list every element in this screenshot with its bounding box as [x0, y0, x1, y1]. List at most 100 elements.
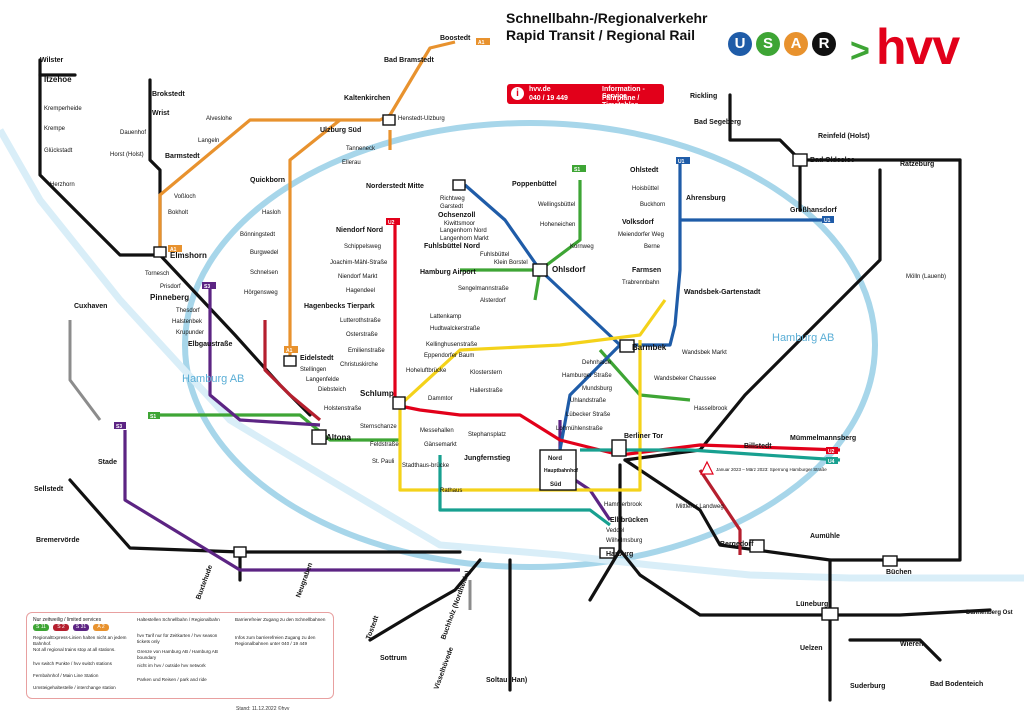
elbe-river: [0, 128, 1024, 582]
station-marker-altona: [311, 429, 327, 445]
label-kleinborstel: Klein Borstel: [494, 260, 528, 266]
label-hbfsued: Süd: [550, 482, 562, 488]
label-brokstedt: Brokstedt: [152, 91, 185, 98]
station-marker-badoldesloe: [792, 153, 808, 167]
label-horst: Horst (Holst): [110, 152, 144, 158]
label-trabrenn: Trabrennbahn: [622, 280, 659, 286]
label-hauptbahnhof: Hauptbahnhof: [544, 468, 578, 474]
svg-text:U1: U1: [824, 218, 831, 224]
legend-badge-a2: A 2: [93, 624, 109, 631]
svg-text:S3: S3: [116, 424, 122, 430]
label-hoheluft: Hoheluftbrücke: [406, 368, 447, 374]
label-langeln: Langeln: [198, 138, 219, 144]
label-mittlererlandweg: Mittlerer Landweg: [676, 504, 724, 510]
station-marker-schlump: [392, 396, 406, 410]
station-marker-norderstedt: [452, 179, 466, 191]
label-meiendorf: Meiendorfer Weg: [618, 232, 664, 238]
label-sengelmann: Sengelmannstraße: [458, 286, 509, 292]
label-sternschanze: Sternschanze: [360, 424, 397, 430]
label-hasloh: Hasloh: [262, 210, 281, 216]
label-christuskirche: Christuskirche: [340, 362, 379, 368]
svg-text:S1: S1: [150, 414, 156, 420]
label-kornweg: Kornweg: [570, 244, 594, 250]
label-holstenstrasse: Holstenstraße: [324, 406, 362, 412]
label-mundsburg: Mundsburg: [582, 386, 612, 392]
legend-interchange: Umsteigehaltestelle / interchange statio…: [33, 685, 116, 690]
label-elbgaustrasse: Elbgaustraße: [188, 341, 232, 348]
label-hbfnord: Nord: [548, 456, 562, 462]
label-lattenkamp: Lattenkamp: [430, 314, 462, 320]
title-line-1: Schnellbahn-/Regionalverkehr: [506, 10, 708, 26]
label-herzhorn: Herzhorn: [50, 182, 75, 188]
hvv-brand-logo: hvv: [876, 19, 960, 75]
label-fuhlsbuettel: Fuhlsbüttel: [480, 252, 509, 258]
label-visselhoevede: Visselhövede: [433, 646, 455, 690]
label-hoisbuettel: Hoisbüttel: [632, 186, 659, 192]
svg-text:U4: U4: [828, 459, 835, 465]
warning-icon: [700, 460, 714, 475]
label-eppendorf: Eppendorfer Baum: [424, 353, 474, 359]
station-marker-barmbek: [619, 339, 635, 353]
label-harburg: Harburg: [606, 551, 633, 558]
label-buechen: Büchen: [886, 569, 912, 576]
label-wieren: Wieren: [900, 641, 923, 648]
label-poppenbuettel: Poppenbüttel: [512, 181, 557, 188]
label-sottrum: Sottrum: [380, 655, 407, 662]
label-alveslohe: Alveslohe: [206, 116, 233, 122]
label-luebeckerstr: Lübecker Straße: [566, 412, 611, 418]
label-osterstrasse: Osterstraße: [346, 332, 378, 338]
label-altona: Altona: [326, 433, 351, 442]
label-stadthausbruecke: Stadthaus-brücke: [402, 463, 450, 469]
label-hamburgerstr: Hamburger Straße: [562, 373, 612, 379]
label-elmshorn: Elmshorn: [170, 251, 207, 260]
info-service-label: Information - Service: [602, 86, 645, 100]
interchange-stations: [153, 114, 898, 621]
label-thesdorf: Thesdorf: [176, 308, 200, 314]
label-prisdorf: Prisdorf: [160, 284, 181, 290]
legend-boundary: Grenze von Hamburg AB / Hamburg AB bound…: [137, 649, 218, 660]
legend-heading: Nur zeitweilig / limited services: [33, 617, 102, 623]
label-wrist: Wrist: [152, 110, 170, 117]
label-ochsenzoll: Ochsenzoll: [438, 212, 475, 219]
label-ohlstedt: Ohlstedt: [630, 167, 659, 174]
label-jungfernstieg: Jungfernstieg: [464, 455, 510, 462]
label-wilhelmsburg: Wilhelmsburg: [606, 538, 642, 544]
label-wandsbekchaussee: Wandsbeker Chaussee: [654, 376, 717, 382]
legend-season-tickets: hvv Tarif nur für Zeitkarten / hvv seaso…: [137, 633, 218, 644]
label-bergertor: Berliner Tor: [624, 433, 663, 440]
label-neugraben: Neugraben: [295, 562, 314, 599]
label-kaltenkirchen: Kaltenkirchen: [344, 95, 390, 102]
station-marker-eidelstedt: [283, 355, 297, 367]
label-ellerau: Ellerau: [342, 160, 361, 166]
notice-text: Januar 2023 – März 2023: Sperrung Hambur…: [716, 467, 827, 472]
label-barmbek: Barmbek: [632, 343, 667, 352]
label-langenhornnord: Langenhorn Nord: [440, 228, 487, 234]
legend-regional-note-de: RegionalExpress-Linien halten nicht an j…: [33, 635, 127, 646]
label-glueckstadt: Glückstadt: [44, 148, 73, 154]
svg-text:U1: U1: [678, 159, 685, 165]
label-lutteroth: Lutterothstraße: [340, 318, 381, 324]
station-marker-berlinertor: [611, 439, 627, 457]
label-ahrensburg: Ahrensburg: [686, 195, 726, 202]
label-feldstrasse: Feldstraße: [370, 442, 399, 448]
label-hallerstrasse: Hallerstraße: [470, 388, 503, 394]
svg-text:A1: A1: [286, 348, 293, 354]
legend-park-ride: Parken und Reisen / park and ride: [137, 677, 207, 682]
info-service-box: i hvv.de 040 / 19 449 Information - Serv…: [507, 84, 664, 109]
s1-lines: [150, 180, 691, 442]
label-rickling: Rickling: [690, 93, 717, 100]
legend-stops: Haltestellen Schnellbahn / Regionalbahn: [137, 617, 220, 622]
label-richtweg: Richtweg: [440, 196, 465, 202]
label-emilien: Emilienstraße: [348, 348, 385, 354]
label-schippelsweg: Schippelsweg: [344, 244, 381, 250]
label-reinfeld: Reinfeld (Holst): [818, 133, 870, 140]
label-bokholt: Bokholt: [168, 210, 188, 216]
label-voslloh: Voßloch: [174, 194, 196, 200]
legend-barrier-free: Barrierefreier Zugang zu den Schnellbahn…: [235, 617, 326, 622]
label-billstedt: Billstedt: [744, 443, 772, 450]
legend-mainline: Fernbahnhof / Main Line Station: [33, 673, 99, 678]
label-gaensemarkt: Gänsemarkt: [424, 442, 457, 448]
label-farmsen: Farmsen: [632, 267, 661, 274]
label-sudeburg: Suderburg: [850, 683, 885, 690]
label-hasselbrook: Hasselbrook: [694, 406, 728, 412]
